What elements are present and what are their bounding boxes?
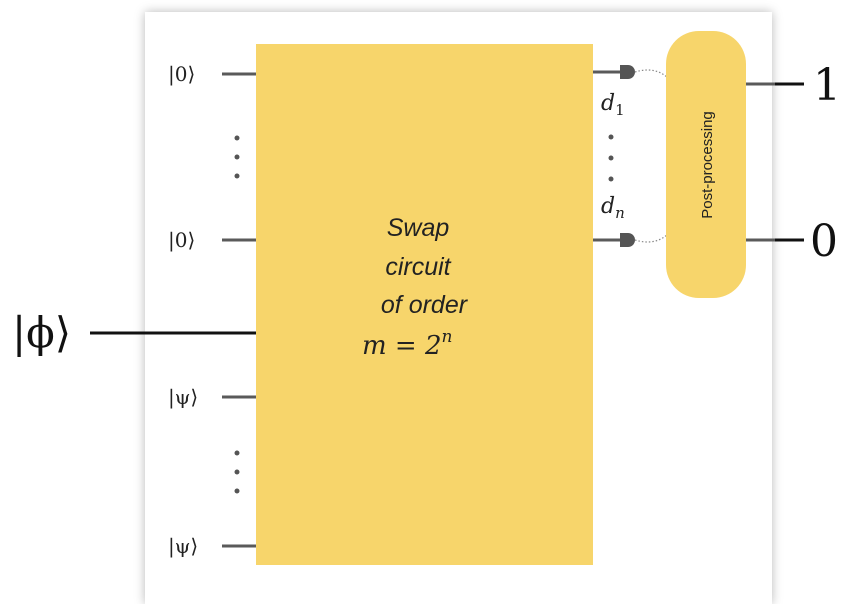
input-zero-top: |0⟩ [168,62,195,87]
formula-exponent: n [442,327,453,347]
classical-link-bottom [634,233,669,243]
detector-label-d1: d1 [601,91,625,119]
output-value-top: 1 [813,60,841,111]
ellipsis-detectors [608,134,614,182]
swap-circuit-box [256,44,593,565]
swap-box-line1: Swap [387,214,450,242]
detector-bottom-icon [620,233,635,247]
formula-base: m = 2 [362,331,442,361]
swap-box-line2: circuit [385,253,451,281]
post-processing-box [666,31,746,298]
input-psi-top: |ψ⟩ [168,385,198,410]
post-processing-label: Post-processing [699,111,716,219]
detector-top-icon [620,65,635,79]
detector-label-dn: dn [601,194,625,222]
output-value-bottom: 0 [810,216,838,267]
ellipsis-top-left [234,135,240,179]
swap-box-formula: m = 2n [362,327,452,361]
input-psi-bottom: |ψ⟩ [168,534,198,559]
input-phi: |ϕ⟩ [12,308,71,357]
ellipsis-bottom-left [234,450,240,494]
swap-box-line3: of order [381,291,469,319]
classical-link-top [634,69,669,79]
input-zero-bottom: |0⟩ [168,228,195,253]
